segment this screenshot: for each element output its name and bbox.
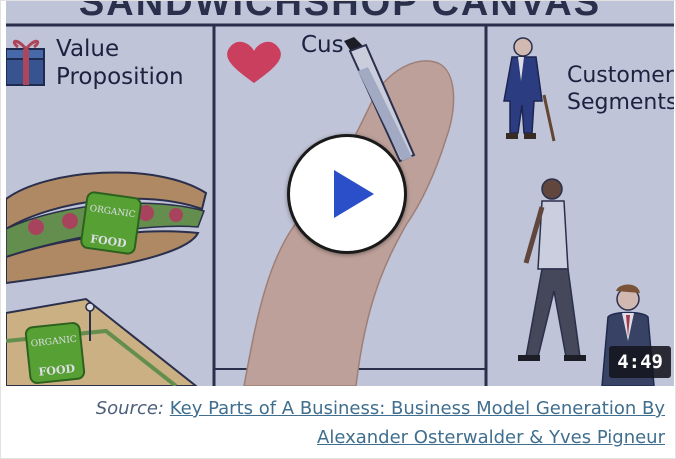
video-thumbnail[interactable]: SANDWICHSHOP CANVAS xyxy=(6,1,674,386)
svg-text:ORGANIC: ORGANIC xyxy=(30,335,77,350)
video-source-caption: Source: Key Parts of A Business: Busines… xyxy=(65,394,665,452)
gift-box-icon xyxy=(6,39,45,86)
canvas-banner-text: SANDWICHSHOP CANVAS xyxy=(79,1,601,24)
source-link-line-2[interactable]: Alexander Osterwalder & Yves Pigneur xyxy=(317,427,665,448)
svg-text:FOOD: FOOD xyxy=(89,232,127,250)
play-icon xyxy=(334,170,374,218)
source-link-line-1[interactable]: Key Parts of A Business: Business Model … xyxy=(169,398,665,419)
source-label: Source: xyxy=(95,398,164,419)
walking-customer-illustration xyxy=(518,178,586,361)
svg-text:FOOD: FOOD xyxy=(38,362,76,379)
organic-food-badge: ORGANIC FOOD xyxy=(80,191,142,255)
customer-relationships-label: Cus xyxy=(301,32,344,58)
elderly-customer-illustration xyxy=(503,37,556,142)
value-proposition-label: Value Proposition xyxy=(56,36,184,91)
heart-icon xyxy=(227,41,281,83)
customer-segments-label: Customer Segments xyxy=(567,63,674,115)
organic-food-badge-2: ORGANIC FOOD xyxy=(24,322,86,384)
play-button[interactable] xyxy=(287,134,407,254)
video-duration-badge: 4:49 xyxy=(609,346,671,378)
